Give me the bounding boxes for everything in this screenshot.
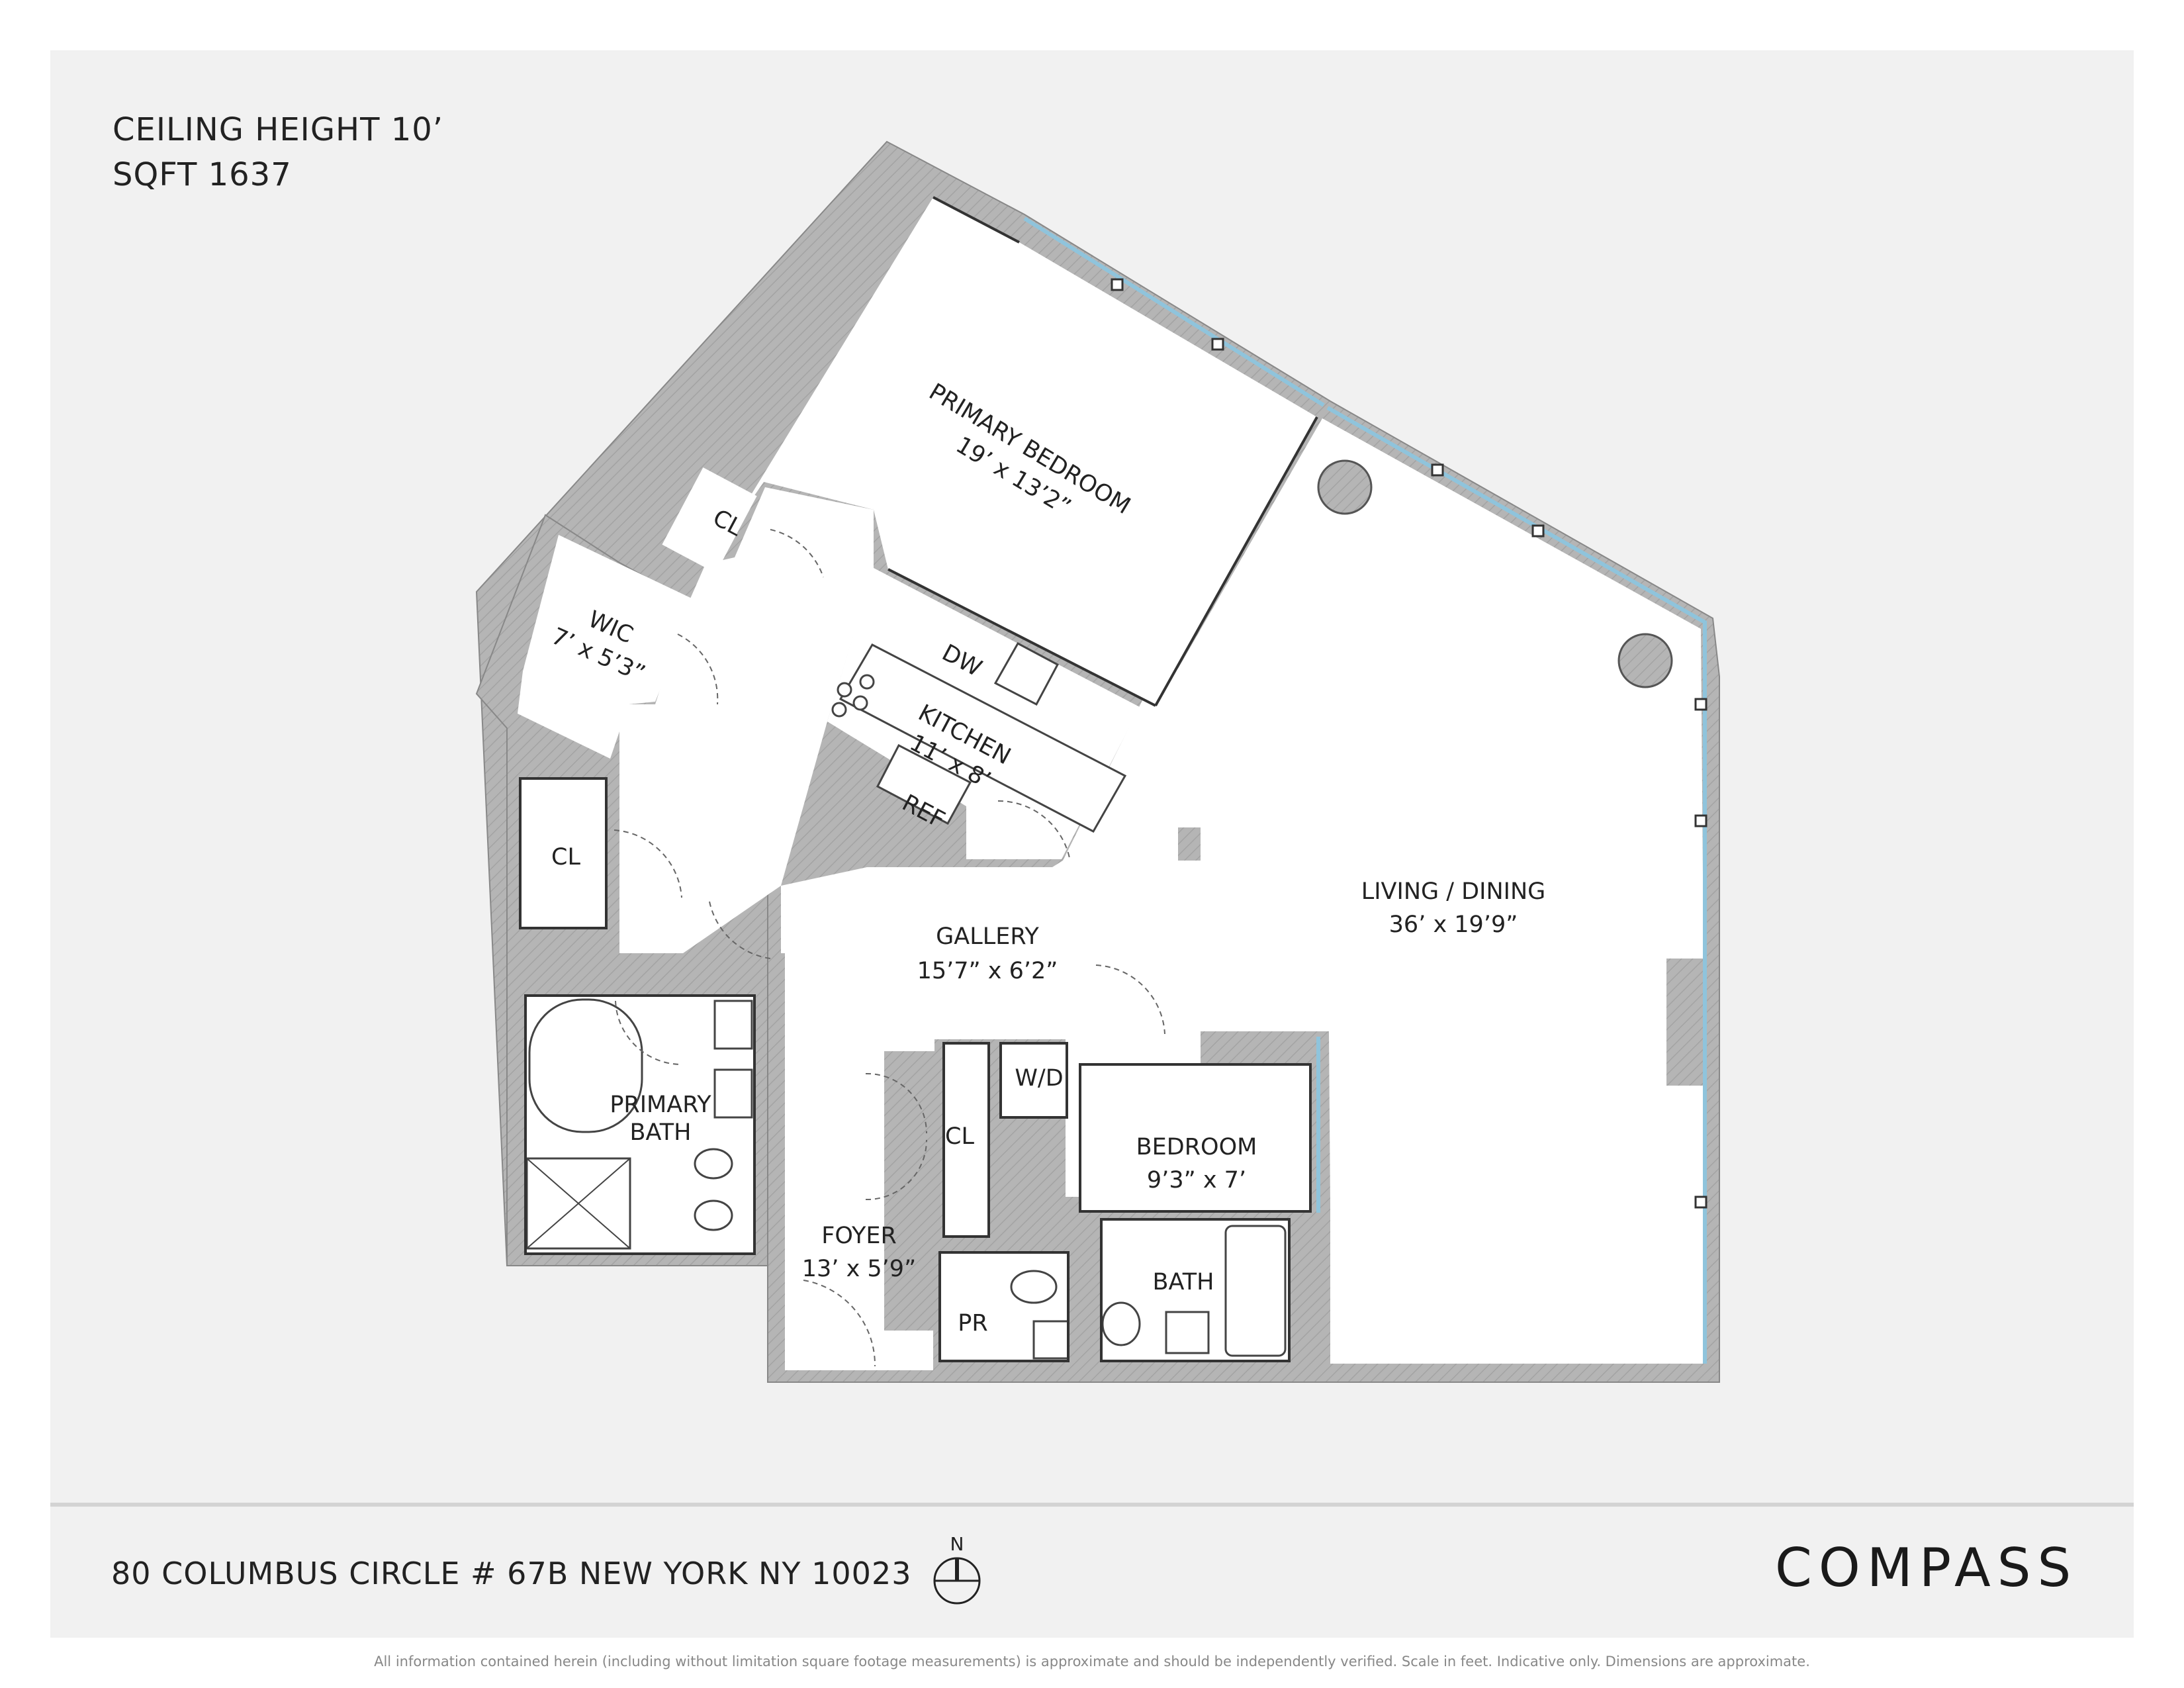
column — [1617, 633, 1673, 688]
svg-text:N: N — [950, 1533, 964, 1555]
cl-foyer-label: CL — [945, 1123, 974, 1150]
foyer-floor — [785, 952, 934, 1370]
svg-text:LIVING / DINING: LIVING / DINING — [1361, 878, 1546, 905]
column — [1317, 459, 1373, 515]
bathtub — [528, 998, 643, 1133]
foyer-label: FOYER 13’ x 5’9” — [802, 1223, 916, 1282]
pr-label: PR — [958, 1310, 987, 1336]
bidet — [694, 1199, 733, 1231]
svg-text:36’ x 19’9”: 36’ x 19’9” — [1389, 912, 1518, 938]
primary-bedroom-floor — [720, 197, 1317, 706]
living-dining-label: LIVING / DINING 36’ x 19’9” — [1361, 878, 1546, 938]
cl-hall-floor — [520, 778, 606, 928]
cl-hall-label: CL — [551, 844, 580, 870]
window-bedroom — [1023, 216, 1325, 407]
bath-sink — [1165, 1311, 1210, 1354]
ceiling-height: CEILING HEIGHT 10’ — [113, 111, 444, 148]
north-arrow-icon: N — [933, 1533, 981, 1605]
vanity-sink — [713, 1000, 753, 1050]
gallery-floor — [781, 669, 1329, 1039]
brand-logo: COMPASS — [1775, 1537, 2078, 1599]
toilet — [694, 1148, 733, 1180]
kitchen-counter — [839, 643, 1127, 833]
living-dining-floor — [1066, 418, 1704, 1364]
bedroom-floor — [1080, 1064, 1310, 1211]
primary-bath-label: PRIMARY BATH — [610, 1092, 711, 1146]
wd-floor — [1001, 1043, 1067, 1117]
property-address: 80 COLUMBUS CIRCLE # 67B NEW YORK NY 100… — [111, 1556, 912, 1591]
svg-text:BATH: BATH — [630, 1119, 692, 1146]
bath-toilet — [1101, 1301, 1141, 1346]
window-living — [1326, 406, 1707, 1364]
wic-floor — [518, 535, 703, 759]
kitchen-sink — [993, 641, 1060, 706]
footer-divider — [50, 1503, 2134, 1507]
cl-bedroom-floor — [662, 467, 757, 573]
cl-foyer-floor — [944, 1043, 989, 1237]
gallery-label: GALLERY 15’7” x 6’2” — [917, 923, 1058, 984]
svg-text:PRIMARY: PRIMARY — [610, 1092, 711, 1118]
disclaimer-text: All information contained herein (includ… — [374, 1654, 1810, 1669]
svg-text:9’3” x 7’: 9’3” x 7’ — [1147, 1167, 1246, 1194]
svg-text:13’ x 5’9”: 13’ x 5’9” — [802, 1256, 916, 1282]
square-footage: SQFT 1637 — [113, 156, 292, 193]
footer-background — [50, 1507, 2134, 1638]
wd-label: W/D — [1015, 1065, 1063, 1092]
svg-text:FOYER: FOYER — [821, 1223, 897, 1249]
bath-tub — [1224, 1225, 1287, 1357]
svg-text:GALLERY: GALLERY — [936, 923, 1039, 950]
hall-floor — [619, 487, 874, 953]
bedroom-label: BEDROOM 9’3” x 7’ — [1136, 1134, 1257, 1194]
bath-label: BATH — [1153, 1269, 1214, 1295]
refrigerator — [876, 743, 972, 825]
vanity-sink — [713, 1068, 753, 1119]
pr-toilet — [1010, 1270, 1058, 1304]
svg-text:15’7” x 6’2”: 15’7” x 6’2” — [917, 958, 1058, 984]
svg-text:BEDROOM: BEDROOM — [1136, 1134, 1257, 1160]
pr-sink — [1032, 1320, 1069, 1360]
